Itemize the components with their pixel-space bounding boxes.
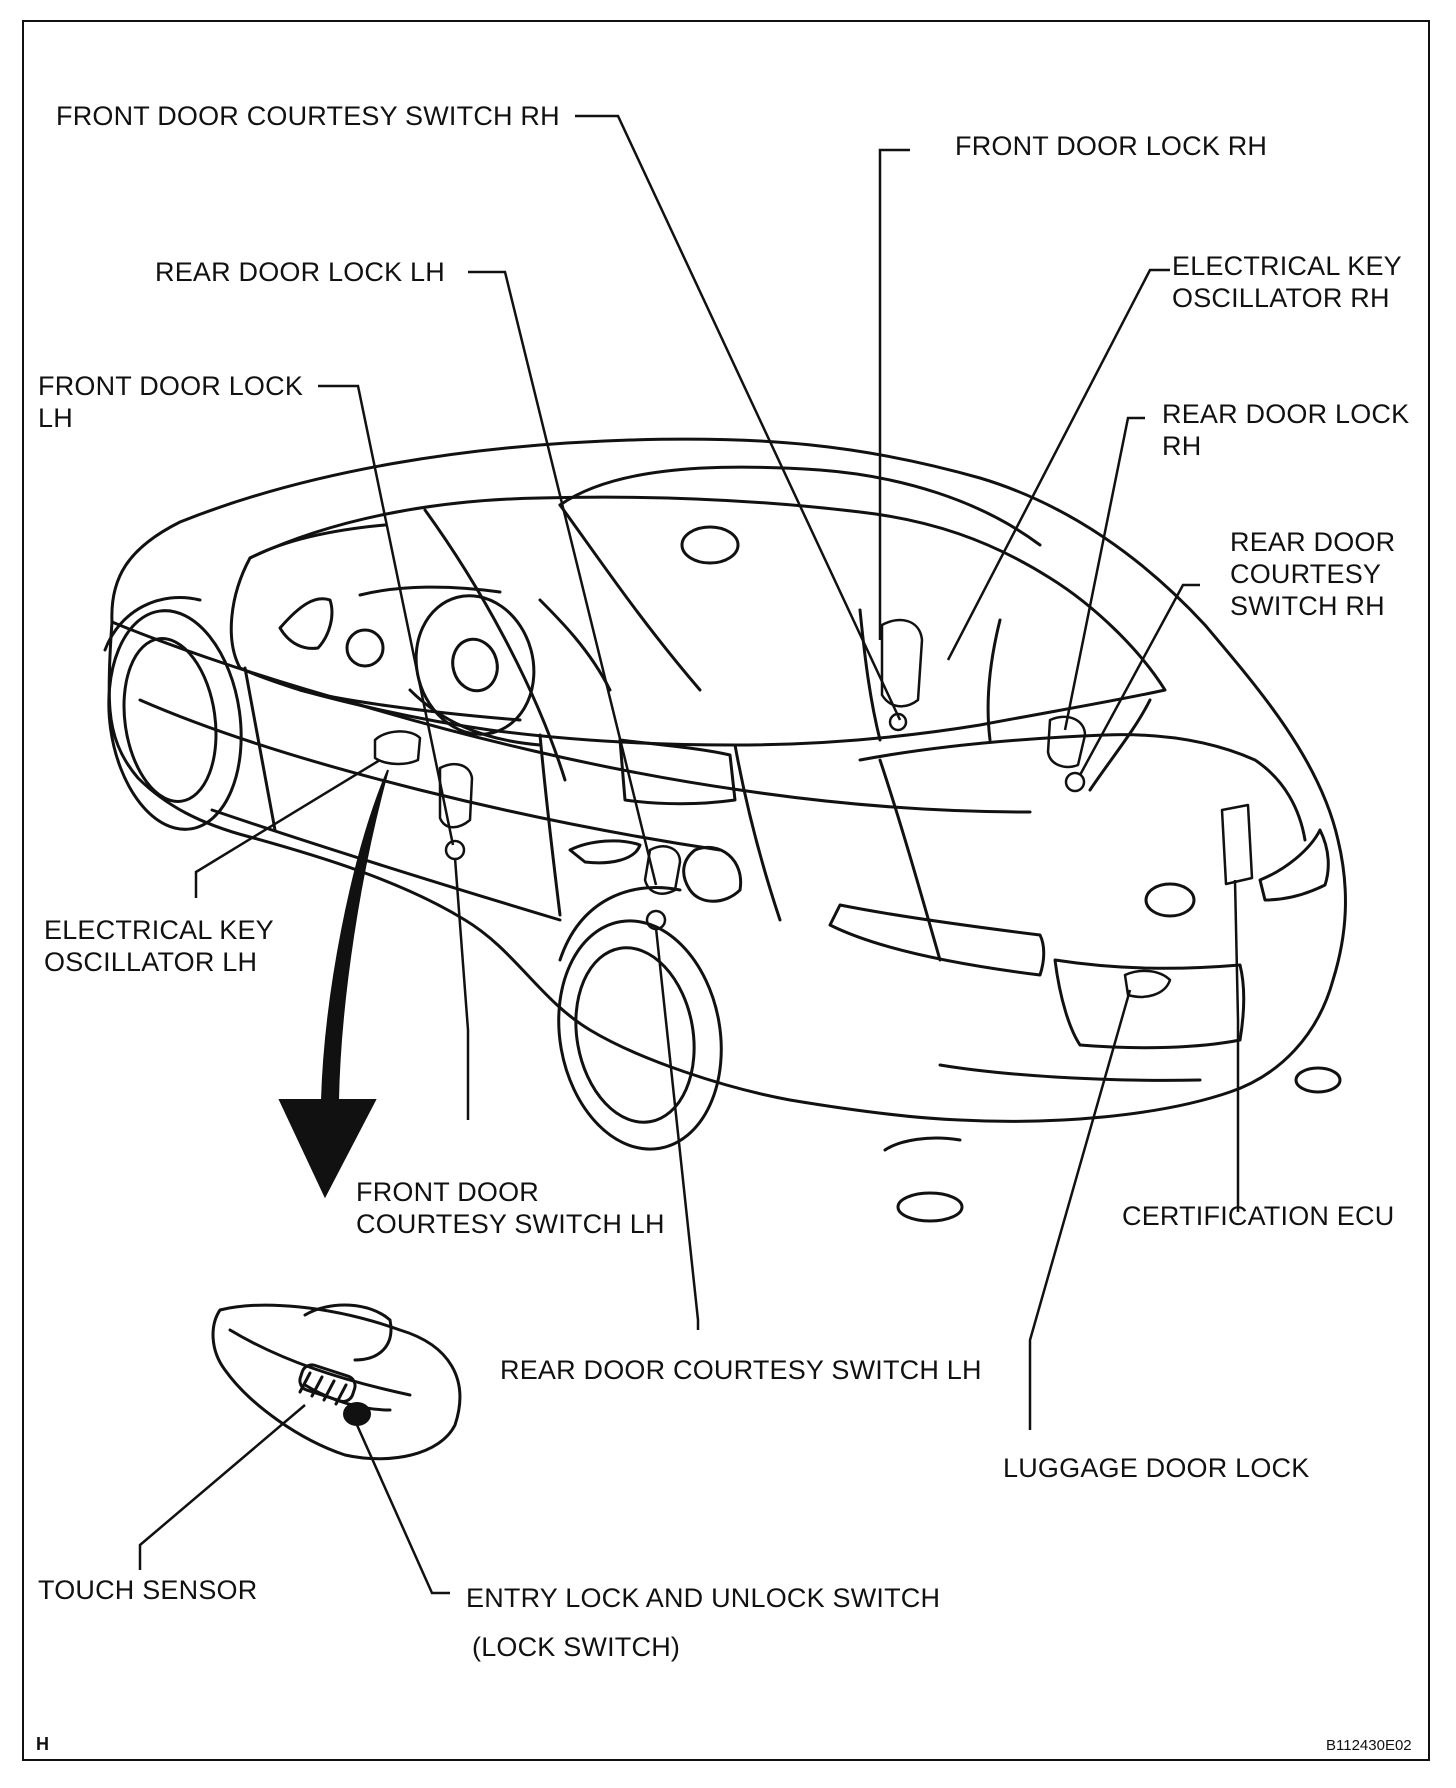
label-front-door-lock-lh: FRONT DOOR LOCK LH (38, 371, 304, 433)
label-entry-lock-switch: ENTRY LOCK AND UNLOCK SWITCH (466, 1583, 941, 1613)
label-rear-door-courtesy-switch-rh: REAR DOOR COURTESY SWITCH RH (1230, 527, 1396, 621)
component-markers (373, 618, 1254, 999)
tail-light-right (1258, 828, 1330, 902)
label-touch-sensor: TOUCH SENSOR (38, 1575, 258, 1605)
label-lock-switch: (LOCK SWITCH) (472, 1632, 681, 1662)
leader-lines (138, 114, 1240, 1595)
label-front-door-lock-rh: FRONT DOOR LOCK RH (955, 131, 1268, 161)
rear-wheel (557, 919, 723, 1151)
lock-switch-button (343, 1402, 371, 1426)
label-certification-ecu: CERTIFICATION ECU (1122, 1201, 1395, 1231)
front-wheel (107, 609, 243, 831)
car-outline (107, 437, 1347, 1123)
touch-sensor-pad (298, 1363, 357, 1403)
label-electrical-key-oscillator-rh: ELECTRICAL KEY OSCILLATOR RH (1172, 251, 1402, 313)
corner-code-right: B112430E02 (1326, 1737, 1412, 1754)
detail-arrow (278, 769, 389, 1199)
label-rear-door-lock-lh: REAR DOOR LOCK LH (155, 257, 445, 287)
label-luggage-door-lock: LUGGAGE DOOR LOCK (1003, 1453, 1310, 1483)
label-electrical-key-oscillator-lh: ELECTRICAL KEY OSCILLATOR LH (44, 915, 274, 977)
label-rear-door-lock-rh: REAR DOOR LOCK RH (1162, 399, 1410, 461)
label-rear-door-courtesy-switch-lh: REAR DOOR COURTESY SWITCH LH (500, 1355, 982, 1385)
corner-code-left: H (36, 1734, 49, 1754)
door-handle-detail (211, 1303, 462, 1461)
label-front-door-courtesy-switch-lh: FRONT DOOR COURTESY SWITCH LH (356, 1177, 665, 1239)
rear-emblem (1144, 882, 1196, 918)
diagram-frame (22, 20, 1430, 1761)
tail-light-left (828, 903, 1046, 977)
label-front-door-courtesy-switch-rh: FRONT DOOR COURTESY SWITCH RH (56, 101, 560, 131)
certification-ecu-box (1220, 803, 1254, 886)
